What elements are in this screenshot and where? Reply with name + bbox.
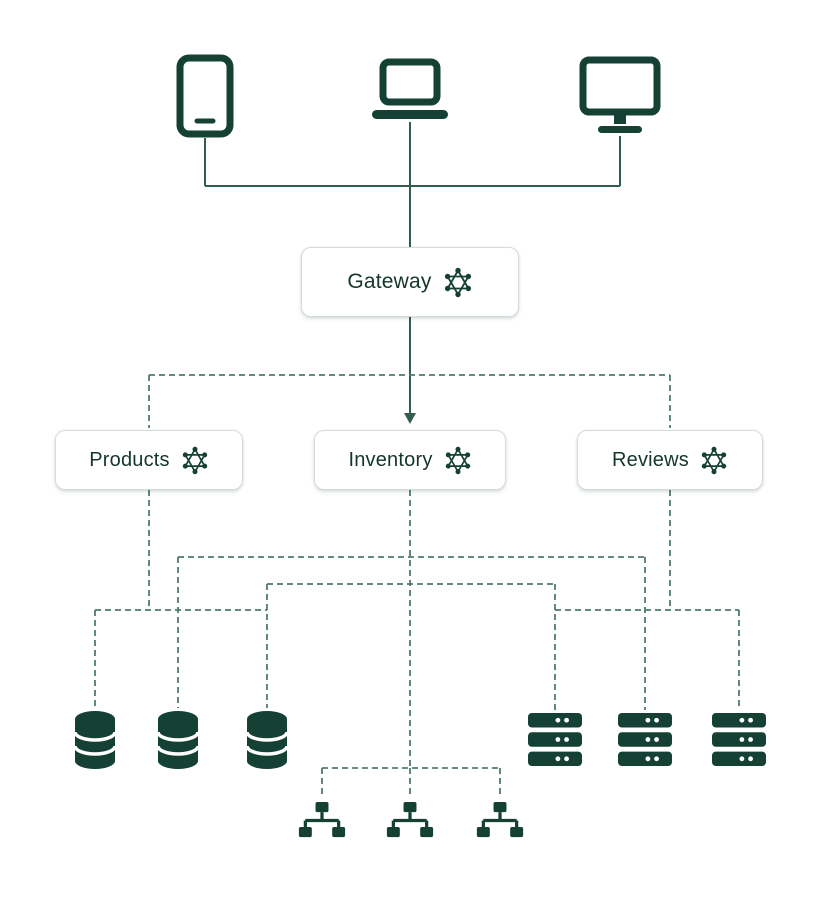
service-node-reviews: Reviews: [577, 430, 763, 490]
server-icon: [527, 713, 583, 767]
tablet-icon: [175, 54, 235, 138]
database-icon: [243, 710, 291, 770]
service-node-inventory: Inventory: [314, 430, 506, 490]
reviews-label: Reviews: [612, 448, 689, 471]
database-icon: [71, 710, 119, 770]
database-icon: [154, 710, 202, 770]
network-switch-icon: [297, 802, 347, 839]
graphql-logo-icon: [700, 445, 728, 476]
graphql-logo-icon: [181, 445, 209, 476]
desktop-icon: [579, 56, 661, 136]
inventory-label: Inventory: [348, 448, 433, 471]
products-label: Products: [89, 448, 170, 471]
graphql-logo-icon: [444, 445, 472, 476]
graphql-logo-icon: [443, 266, 473, 299]
laptop-icon: [370, 58, 450, 122]
network-switch-icon: [475, 802, 525, 839]
arrowhead-inventory: [404, 413, 416, 424]
server-icon: [617, 713, 673, 767]
gateway-node: Gateway: [301, 247, 519, 317]
service-node-products: Products: [55, 430, 243, 490]
network-switch-icon: [385, 802, 435, 839]
gateway-label: Gateway: [347, 270, 432, 293]
server-icon: [711, 713, 767, 767]
